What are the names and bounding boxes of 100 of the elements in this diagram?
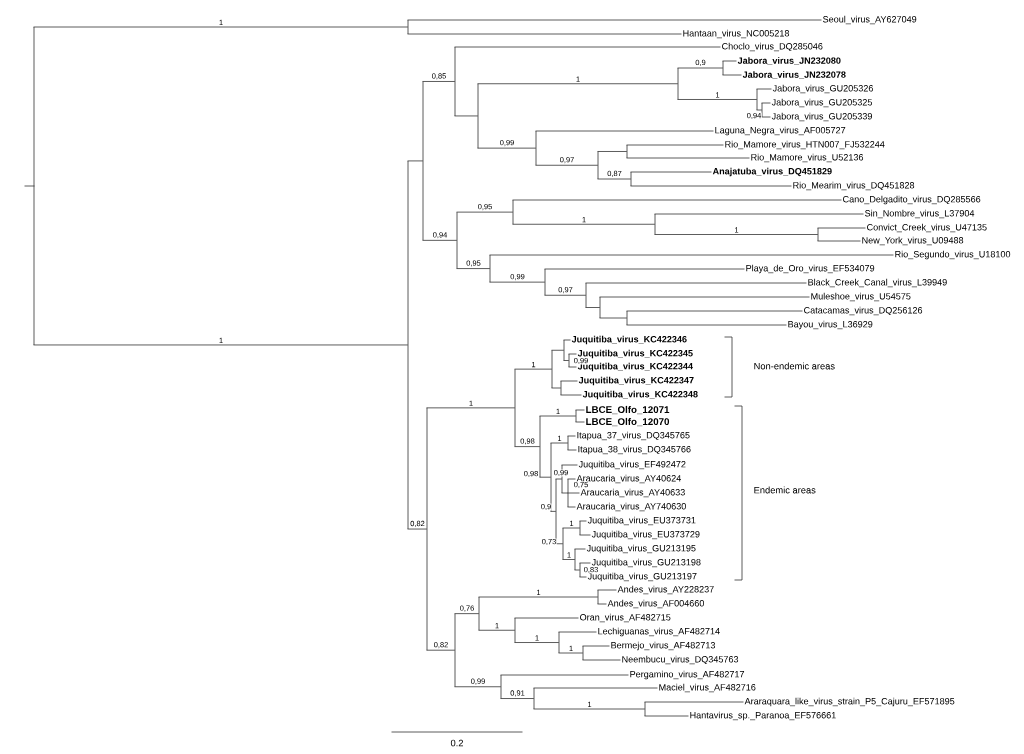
branch-line — [563, 360, 569, 361]
branch-line — [551, 349, 564, 351]
branch-line — [514, 642, 559, 643]
taxon-label: Jabora_virus_JN232078 — [742, 71, 846, 79]
taxon-label: Sin_Nombre_virus_L37904 — [865, 209, 975, 219]
branch-line — [422, 239, 457, 241]
taxon-label: Pergamino_virus_AF482717 — [630, 670, 745, 680]
branch-line — [582, 645, 610, 647]
taxon-label: Muleshoe_virus_U54575 — [811, 292, 911, 302]
branch-line — [535, 164, 598, 166]
branch-line — [582, 659, 621, 661]
branch-line — [567, 478, 576, 480]
branch-line — [539, 415, 576, 417]
branch-line — [644, 715, 689, 717]
branch-line — [500, 698, 534, 699]
branch-line — [567, 449, 577, 451]
taxon-label: Andes_virus_AY228237 — [617, 585, 714, 595]
taxon-label: Rio_Mamore_virus_HTN007_FJ532244 — [725, 140, 885, 150]
taxon-label: Maciel_virus_AF482716 — [659, 683, 756, 693]
branch-line — [533, 687, 658, 689]
branch-line — [489, 254, 894, 256]
branch-line — [550, 511, 556, 512]
taxon-label: Convict_Creek_virus_U47135 — [867, 223, 987, 233]
taxon-label: Juquitiba_virus_GU213195 — [586, 544, 696, 554]
taxon-label: Jabora_virus_JN232080 — [737, 57, 841, 65]
branch-line — [644, 701, 744, 703]
branch-line — [533, 708, 645, 710]
branch-line — [551, 387, 561, 389]
taxon-label: Hantavirus_sp._Paranoa_EF576661 — [690, 711, 836, 721]
branch-line — [422, 81, 455, 82]
branch-line — [500, 674, 629, 676]
taxon-label: Black_Creek_Canal_virus_L39949 — [808, 278, 947, 288]
branch-line — [677, 67, 723, 69]
branch-line — [579, 576, 587, 578]
taxon-label: Juquitiba_virus_EU373729 — [591, 530, 700, 540]
taxon-label: Andes_virus_AF004660 — [607, 599, 704, 609]
branch-line — [454, 46, 721, 48]
branch-line — [597, 151, 627, 152]
branch-line — [756, 109, 762, 111]
branch-line — [630, 171, 712, 173]
taxon-label: Juquitiba_virus_KC422348 — [582, 390, 698, 400]
branch-line — [555, 478, 562, 480]
taxon-label: Jabora_virus_GU205339 — [771, 112, 872, 122]
taxon-label: Itapua_38_virus_DQ345766 — [578, 445, 691, 455]
taxon-label: Lechiguanas_virus_AF482714 — [598, 627, 720, 637]
branch-line — [817, 240, 861, 242]
branch-line — [456, 268, 490, 269]
branch-line — [654, 213, 864, 215]
taxon-label: Oran_virus_AF482715 — [580, 613, 671, 623]
scale-label: 0.2 — [450, 739, 464, 747]
taxon-label: Araucaria_virus_AY740630 — [576, 502, 686, 512]
taxon-label: Anajatuba_virus_DQ451829 — [712, 167, 832, 177]
branch-line — [563, 339, 571, 341]
taxon-label: Catacamas_virus_DQ256126 — [804, 306, 923, 316]
branch-line — [535, 130, 714, 132]
branch-line — [544, 268, 745, 270]
branch-line — [626, 310, 803, 312]
branch-line — [575, 409, 585, 411]
branch-line — [626, 324, 787, 326]
branch-line — [722, 74, 742, 76]
taxon-label: LBCE_Olfo_12071 — [586, 405, 670, 415]
taxon-label: Juquitiba_virus_EU373731 — [587, 516, 696, 526]
branch-line — [677, 99, 757, 100]
taxon-label: New_York_virus_U09488 — [862, 236, 964, 246]
group-label: Endemic areas — [754, 486, 816, 494]
branch-line — [489, 281, 545, 283]
branch-line — [579, 520, 587, 522]
branch-line — [597, 178, 631, 180]
branch-line — [597, 603, 607, 605]
taxon-label: Bermejo_virus_AF482713 — [611, 641, 715, 651]
taxon-label: Jabora_virus_GU205325 — [771, 98, 872, 108]
branch-line — [478, 629, 515, 631]
branch-line — [585, 282, 807, 284]
branch-line — [626, 157, 750, 159]
branch-line — [456, 211, 513, 213]
taxon-label: Juquitiba_virus_KC422346 — [571, 335, 687, 345]
taxon-label: Playa_de_Oro_virus_EF534079 — [746, 264, 875, 274]
branch-line — [599, 296, 810, 298]
branch-line — [630, 185, 792, 187]
branch-line — [454, 115, 478, 117]
taxon-label: Jabora_virus_GU205326 — [772, 84, 873, 94]
branch-line — [514, 446, 540, 447]
branch-line — [454, 686, 501, 688]
branch-line — [567, 435, 576, 437]
branch-line — [407, 19, 822, 21]
taxon-label: Rio_Mamore_virus_U52136 — [751, 153, 864, 163]
taxon-label: Araucaria_virus_AY40633 — [580, 488, 685, 498]
branch-line — [567, 492, 580, 494]
taxon-label: Bayou_virus_L36929 — [788, 320, 873, 330]
branch-line — [562, 527, 580, 529]
branch-line — [33, 344, 408, 346]
branch-line — [558, 631, 597, 633]
branch-line — [407, 33, 682, 35]
taxon-label: Juquitiba_virus_EF492472 — [578, 460, 686, 470]
branch-line — [560, 380, 578, 382]
group-label: Non-endemic areas — [754, 362, 835, 370]
branch-line — [568, 366, 577, 368]
branch-line — [426, 649, 455, 651]
branch-line — [568, 353, 577, 355]
branch-line — [574, 569, 580, 571]
